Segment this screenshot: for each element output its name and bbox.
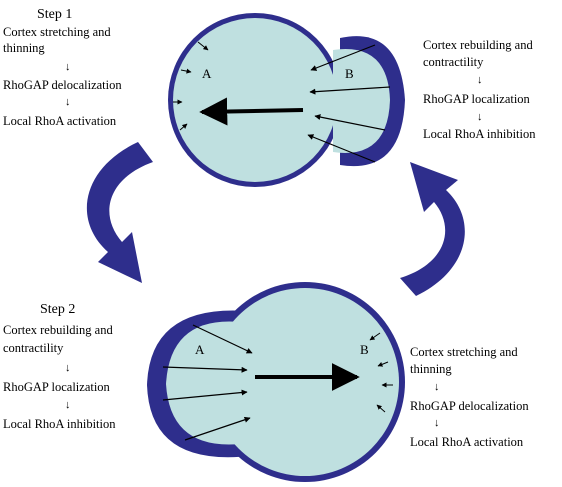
step2-left-line4: Local RhoA inhibition <box>3 417 116 431</box>
step2-cell <box>147 282 405 482</box>
step1-arrow <box>309 86 391 95</box>
step2-right-line2: thinning <box>410 362 452 376</box>
step1-big-arrow <box>199 97 304 126</box>
step1-arrow <box>179 123 188 131</box>
step2-title: Step 2 <box>40 302 76 317</box>
down-arrow-icon: ↓ <box>477 111 483 123</box>
step2-left-line2: contractility <box>3 341 64 355</box>
step1-arrow <box>197 41 209 51</box>
down-arrow-icon: ↓ <box>434 381 440 393</box>
down-arrow-icon: ↓ <box>65 96 71 108</box>
step1-right-line1: Cortex rebuilding and <box>423 38 533 52</box>
step2-arrow <box>162 366 248 373</box>
step2-arrows <box>162 324 393 441</box>
step2-label-b: B <box>360 342 369 357</box>
down-arrow-icon: ↓ <box>65 61 71 73</box>
step1-left-line1: Cortex stretching and <box>3 25 111 39</box>
step1-right-line4: Local RhoA inhibition <box>423 127 536 141</box>
down-arrow-icon: ↓ <box>477 74 483 86</box>
step2-right-line1: Cortex stretching and <box>410 345 518 359</box>
step2-cell-body <box>211 288 399 476</box>
step2-right-line4: Local RhoA activation <box>410 435 524 449</box>
step1-cell-body <box>173 18 337 182</box>
step1-label-b: B <box>345 66 354 81</box>
step1-right-line2: contractility <box>423 55 484 69</box>
step2-arrow <box>377 361 389 367</box>
step2-arrow <box>162 389 248 401</box>
step1-left-line2: thinning <box>3 41 45 55</box>
step1-left-line3: RhoGAP delocalization <box>3 78 122 92</box>
step1-arrows <box>173 41 391 163</box>
step2-arrow <box>376 404 386 413</box>
cycle-arrow-right <box>400 162 465 296</box>
step1-arrow <box>314 114 386 131</box>
down-arrow-icon: ↓ <box>434 417 440 429</box>
step1-arrow <box>180 68 192 74</box>
step2-bleb-body <box>166 321 240 445</box>
step2-left-line1: Cortex rebuilding and <box>3 323 113 337</box>
step1-right-line3: RhoGAP localization <box>423 92 530 106</box>
step2-arrow <box>192 324 253 354</box>
step1-bleb-body <box>333 49 390 153</box>
step1-label-a: A <box>202 66 212 81</box>
step1-arrow <box>310 44 376 71</box>
step1-cell <box>168 13 405 187</box>
step2-arrow <box>184 416 251 441</box>
step1-arrow <box>307 134 376 163</box>
cycle-arrow-left <box>86 142 153 283</box>
step1-title: Step 1 <box>37 7 73 22</box>
step1-left-line4: Local RhoA activation <box>3 114 117 128</box>
step2-arrow <box>369 332 381 341</box>
down-arrow-icon: ↓ <box>65 362 71 374</box>
step2-right-line3: RhoGAP delocalization <box>410 399 529 413</box>
step2-left-line3: RhoGAP localization <box>3 380 110 394</box>
step2-label-a: A <box>195 342 205 357</box>
down-arrow-icon: ↓ <box>65 399 71 411</box>
